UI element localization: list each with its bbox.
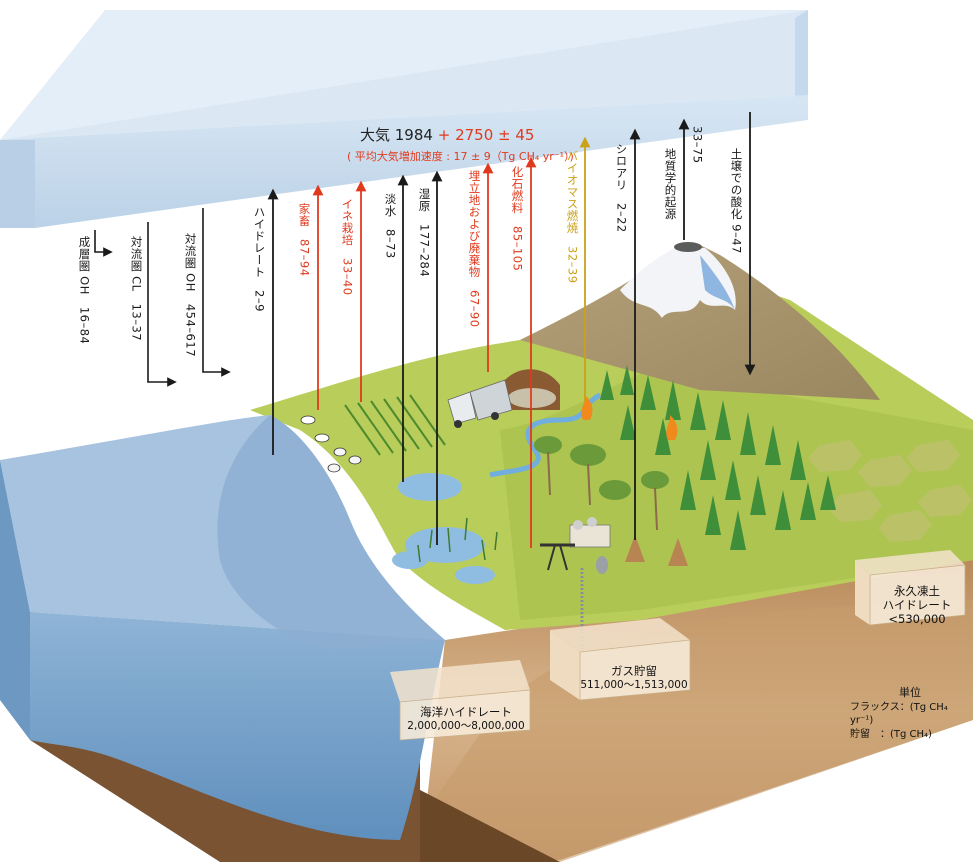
ocean-hydrate-name: 海洋ハイドレート — [420, 705, 512, 719]
units-flux: フラックス：(Tg CH₄ yr⁻¹) — [850, 701, 948, 727]
sink-label-soil-oxidation: 土壌での酸化 9–47 — [729, 148, 744, 254]
atmosphere-title: 大気 1984 + 2750 ± 45 — [360, 124, 534, 145]
ocean-hydrate-value: 2,000,000～8,000,000 — [407, 719, 525, 732]
sink-label-troposphere-cl: 対流圏 CL 13–37 — [129, 236, 144, 342]
atmosphere-label: 大気 1984 — [360, 126, 433, 144]
source-label-landfill: 埋立地および廃棄物 67–90 — [467, 170, 482, 328]
forest — [600, 365, 836, 550]
livestock — [300, 415, 362, 473]
sink-label-stratosphere-oh: 成層圏 OH 16–84 — [77, 236, 92, 345]
permafrost-box — [855, 550, 966, 626]
ocean-hydrate-label: 海洋ハイドレート 2,000,000～8,000,000 — [402, 705, 530, 732]
atmosphere-increase: + 2750 ± 45 — [437, 126, 535, 144]
sink-arrow-troposphere-cl — [147, 222, 177, 387]
units-title: 単位 — [899, 686, 921, 699]
source-label-geologic: 地質学的起源 — [663, 148, 678, 220]
atmosphere-slab — [0, 10, 808, 228]
source-label-rice: イネ栽培 33–40 — [340, 198, 355, 296]
permafrost-value: <530,000 — [888, 611, 946, 626]
source-label-hydrate: ハイドレート 2–9 — [252, 206, 267, 312]
wetland-reeds — [417, 517, 498, 563]
gas-reservoir-name: ガス貯留 — [611, 664, 657, 678]
eucalyptus-trees — [534, 436, 669, 531]
units-storage: 貯留 ：(Tg CH₄) — [850, 728, 932, 740]
ocean-block — [0, 415, 445, 840]
sink-arrow-troposphere-oh — [202, 208, 231, 377]
sink-label-troposphere-oh: 対流圏 OH 454–617 — [183, 233, 198, 358]
source-label-wetland: 湿原 177–284 — [417, 188, 432, 278]
atmosphere-rate: ( 平均大気増加速度 : 17 ± 9（Tg CH₄ yr⁻¹）) — [347, 150, 574, 163]
termite-mounds — [625, 535, 688, 566]
garbage-truck — [447, 379, 513, 428]
source-label-termites: シロアリ 2–22 — [614, 143, 629, 233]
gas-plant — [540, 517, 611, 574]
permafrost-label: 永久凍土 ハイドレート <530,000 — [868, 584, 966, 626]
sink-arrow-stratosphere-oh — [94, 230, 113, 257]
source-arrows — [267, 112, 756, 548]
gas-reservoir-label: ガス貯留 511,000～1,513,000 — [578, 664, 690, 691]
ocean-hydrate-box — [390, 660, 531, 741]
ponds — [392, 473, 495, 584]
landfill — [505, 369, 560, 410]
gas-reservoir-value: 511,000～1,513,000 — [580, 678, 688, 691]
sink-arrows — [94, 208, 231, 387]
source-label-livestock: 家畜 87–94 — [297, 203, 312, 277]
source-label-biomass: バイオマス燃焼 32–39 — [565, 150, 580, 284]
permafrost-name2: ハイドレート — [882, 597, 952, 612]
fire-icon — [581, 395, 678, 440]
units-legend: 単位 フラックス：(Tg CH₄ yr⁻¹) 貯留 ：(Tg CH₄) — [850, 686, 970, 741]
source-label-freshwater: 淡水 8–73 — [383, 193, 398, 259]
source-label-fossil: 化石燃料 85–105 — [510, 166, 525, 272]
source-value-geologic: 33–75 — [690, 126, 705, 164]
volcano-mountain — [520, 242, 880, 400]
permafrost-name1: 永久凍土 — [894, 584, 940, 598]
gas-reservoir-box — [550, 618, 691, 701]
